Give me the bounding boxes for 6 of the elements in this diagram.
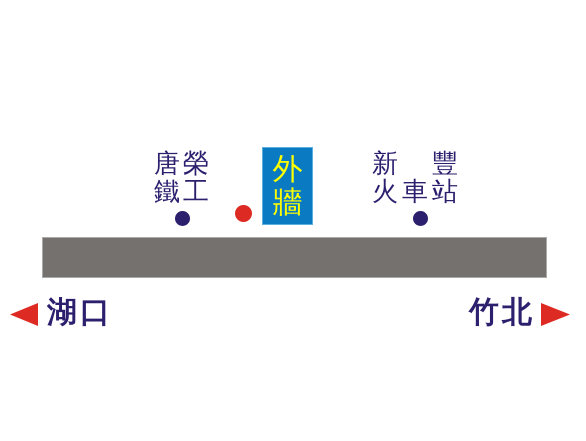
current-stop-box: 外牆 bbox=[262, 147, 313, 225]
stop-name: 唐榮鐵工 bbox=[154, 150, 209, 206]
destination-name: 竹北 bbox=[469, 296, 535, 330]
road-band bbox=[42, 237, 547, 278]
destination-name: 湖口 bbox=[47, 296, 113, 330]
stop-name: 新豐火車站 bbox=[372, 150, 458, 206]
